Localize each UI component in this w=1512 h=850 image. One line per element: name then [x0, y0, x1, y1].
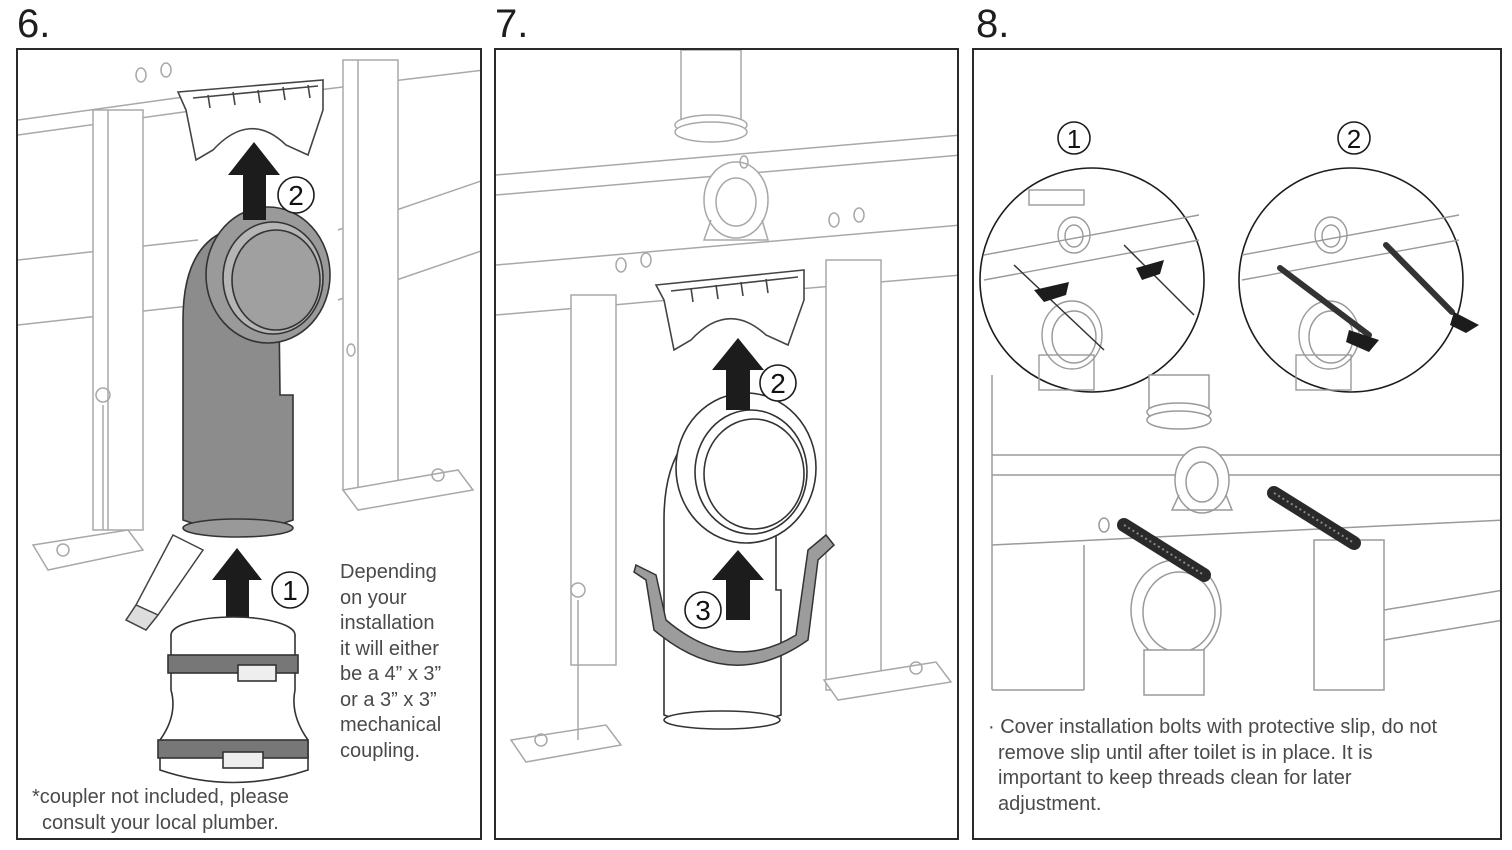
- note-line: be a 4” x 3”: [340, 663, 442, 685]
- callout-3: [684, 591, 722, 629]
- note-line: adjustment.: [998, 792, 1102, 815]
- coupling-note: Depending on your installation it will e…: [340, 560, 441, 764]
- step-6-illustration: 2 1: [18, 59, 480, 784]
- callout-2: [759, 364, 797, 402]
- detail-circle-1: [979, 167, 1205, 393]
- callout-2: [1337, 121, 1371, 155]
- footnote-line: *coupler not included, please: [32, 786, 289, 808]
- coupler-footnote: *coupler not included, please consult yo…: [32, 785, 289, 836]
- step-8-panel: 1 2: [972, 48, 1502, 840]
- step-8-illustration: 1 2: [979, 121, 1500, 696]
- step-7-number: 7.: [495, 2, 529, 46]
- callout-1-label: 1: [1067, 124, 1081, 154]
- bolt-slip-note: · Cover installation bolts with protecti…: [988, 715, 1437, 817]
- callout-1: [271, 571, 309, 609]
- step-6-number: 6.: [17, 2, 51, 46]
- note-line: important to keep threads clean for late…: [998, 767, 1352, 789]
- callout-2: [277, 176, 315, 214]
- callout-3-label: 3: [695, 595, 711, 626]
- step-6-panel: 2 1 Depending on your installation it wi…: [16, 48, 482, 840]
- callout-2-label: 2: [770, 368, 786, 399]
- note-line: remove slip until after toilet is in pla…: [998, 741, 1373, 764]
- step-7-panel: 2 3: [494, 48, 959, 840]
- note-line: coupling.: [340, 739, 421, 762]
- note-line: installation: [340, 612, 435, 634]
- detail-circle-2: [1238, 167, 1479, 393]
- callout-2-label: 2: [288, 180, 304, 211]
- callout-1-label: 1: [282, 575, 298, 606]
- note-line: Depending: [340, 561, 437, 583]
- callout-2-label: 2: [1347, 124, 1361, 154]
- note-line: or a 3” x 3”: [340, 688, 437, 711]
- note-line: it will either: [340, 637, 439, 660]
- note-line: mechanical: [340, 714, 442, 736]
- footnote-line: consult your local plumber.: [42, 811, 279, 834]
- step-7-illustration: 2 3: [496, 50, 957, 763]
- note-line: on your: [340, 586, 407, 609]
- callout-1: [1057, 121, 1091, 155]
- step-8-number: 8.: [976, 2, 1010, 46]
- note-line: · Cover installation bolts with protecti…: [988, 716, 1438, 738]
